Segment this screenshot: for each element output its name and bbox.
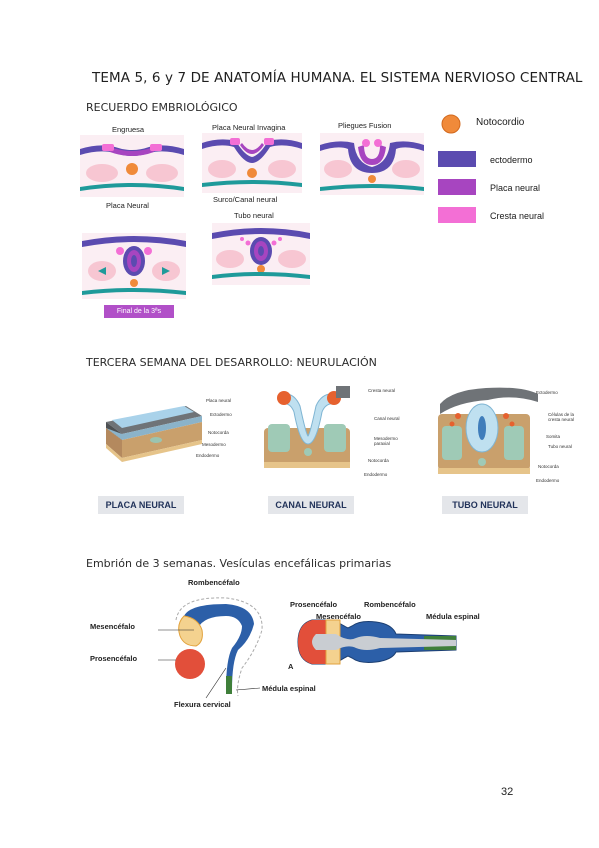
figure-vesiculas-encefalicas: Rombencéfalo Mesencéfalo Prosencéfalo Mé… — [86, 578, 506, 728]
diagram-tubo-neural — [212, 223, 310, 285]
caption-canal-neural: CANAL NEURAL — [268, 496, 354, 514]
legend-swatch-cresta-neural — [438, 207, 476, 223]
label-izq-flexura-cervical: Flexura cervical — [174, 700, 231, 709]
section-heading-tercera-semana: TERCERA SEMANA DEL DESARROLLO: NEURULACI… — [86, 356, 377, 369]
label-izq-rombencefalo: Rombencéfalo — [188, 578, 240, 587]
label-placa-notocorda: Notocorda — [208, 430, 229, 435]
label-tubo-notocorda: Notocorda — [538, 464, 559, 469]
legend-swatch-ectodermo — [438, 151, 476, 167]
legend-label-notocordio: Notocordio — [476, 117, 525, 128]
label-tubo-celulas-cresta: Células de la cresta neural — [548, 412, 575, 422]
figure-neurulacion: Placa neural Ectodermo Notocorda Mesoder… — [84, 378, 584, 520]
label-canal-cresta-neural: Cresta neural — [368, 388, 396, 393]
label-der-prosencefalo: Prosencéfalo — [290, 600, 338, 609]
label-engruesa: Engruesa — [112, 125, 145, 134]
label-placa-neural-invagina: Placa Neural Invagina — [212, 123, 286, 132]
label-tubo-endodermo: Endodermo — [536, 478, 560, 483]
diagram-final-tercera-semana — [82, 233, 186, 299]
label-canal-notocorda: Notocorda — [368, 458, 389, 463]
label-tubo-ectodermo: Ectodermo — [536, 390, 558, 395]
label-placa-endodermo: Endodermo — [196, 453, 220, 458]
page-title: TEMA 5, 6 y 7 DE ANATOMÍA HUMANA. EL SIS… — [92, 70, 583, 86]
legend-swatch-placa-neural — [438, 179, 476, 195]
legend-label-placa-neural: Placa neural — [490, 183, 541, 193]
diagram-pliegues-fusion — [320, 133, 424, 195]
diagram-surco-neural — [202, 133, 302, 193]
legend-label-ectodermo: ectodermo — [490, 155, 533, 165]
label-placa-neural: Placa Neural — [106, 201, 149, 210]
label-canal-mesodermo-paraxial: Mesodermo paraxial — [374, 436, 398, 446]
leader-lines-left — [158, 629, 261, 699]
label-der-rombencefalo: Rombencéfalo — [364, 600, 416, 609]
diagram-embrion-curvado — [175, 597, 263, 697]
label-der-mesencefalo: Mesencéfalo — [316, 612, 362, 621]
notocordio-swatch-icon — [441, 114, 461, 134]
section-heading-recuerdo: RECUERDO EMBRIOLÓGICO — [86, 101, 238, 114]
label-izq-medula-espinal: Médula espinal — [262, 684, 316, 693]
label-der-medula-espinal: Médula espinal — [426, 612, 480, 621]
page-number: 32 — [501, 786, 514, 798]
label-placa-ectodermo: Ectodermo — [210, 412, 232, 417]
diagram-placa-neural — [80, 135, 184, 197]
caption-tubo-neural: TUBO NEURAL — [442, 496, 528, 514]
label-izq-mesencefalo: Mesencéfalo — [90, 622, 136, 631]
label-der-letra-a: A — [288, 662, 294, 671]
label-izq-prosencefalo: Prosencéfalo — [90, 654, 138, 663]
label-surco-canal-neural: Surco/Canal neural — [213, 195, 278, 204]
legend-label-cresta-neural: Cresta neural — [490, 211, 545, 221]
diagram-neurulacion-tubo — [438, 387, 538, 474]
label-placa-placa-neural: Placa neural — [206, 398, 232, 403]
label-tubo-somita: Somita — [546, 434, 561, 439]
label-canal-canal-neural: Canal neural — [374, 416, 400, 421]
label-canal-endodermo: Endodermo — [364, 472, 388, 477]
diagram-tubo-neural-recto — [297, 619, 457, 665]
figure-embryology-stages: Engruesa Placa Neural Placa Neural Invag… — [78, 114, 558, 327]
diagram-neurulacion-canal — [264, 386, 350, 468]
caption-placa-neural: PLACA NEURAL — [98, 496, 184, 514]
label-final-tercera-semana: Final de la 3ªs — [104, 305, 174, 318]
section-heading-embrion: Embrión de 3 semanas. Vesículas encefáli… — [86, 557, 392, 570]
label-pliegues-fusion: Pliegues Fusion — [338, 121, 392, 130]
label-tubo-tubo-neural: Tubo neural — [548, 444, 572, 449]
label-placa-mesodermo: Mesodermo — [202, 442, 226, 447]
label-tubo-neural: Tubo neural — [234, 211, 274, 220]
diagram-neurulacion-placa — [106, 406, 202, 462]
